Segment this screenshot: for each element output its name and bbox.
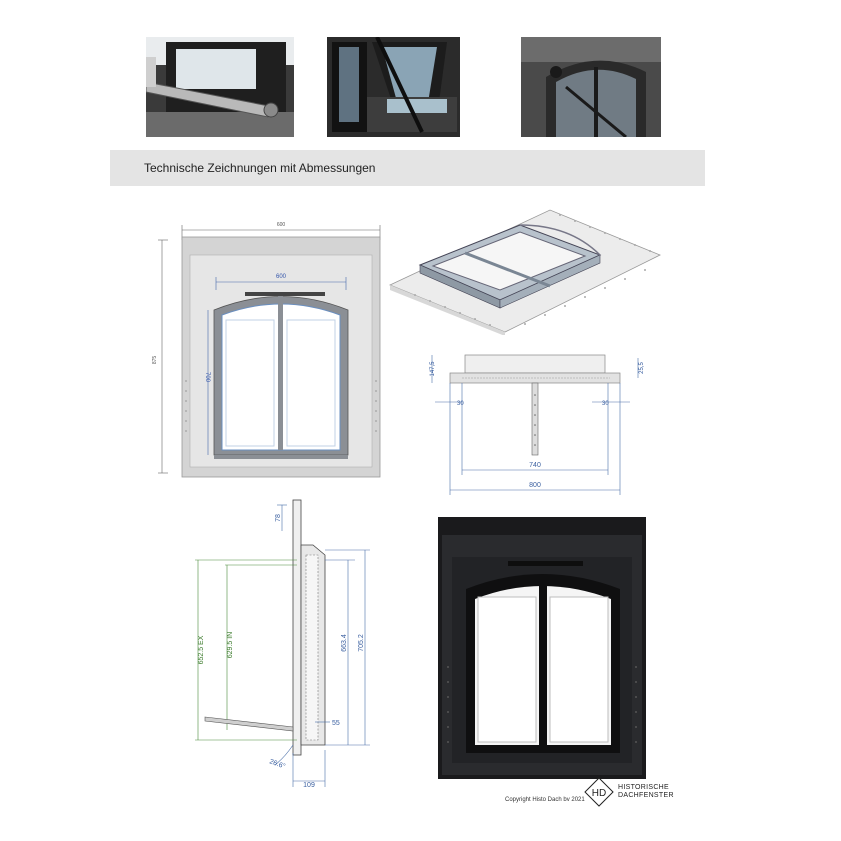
logo-line-1: HISTORISCHE bbox=[618, 784, 670, 791]
dim-740: 740 bbox=[529, 462, 541, 469]
front-view-drawing: 600 875 600 700 bbox=[152, 222, 381, 478]
photo-hinge-arm bbox=[146, 37, 294, 137]
dim-147: 147,5 bbox=[430, 361, 436, 377]
dim-inner-height: 700 bbox=[204, 372, 210, 383]
dim-height: 875 bbox=[152, 356, 158, 365]
logo-wordmark: HISTORISCHE DACHFENSTER bbox=[618, 784, 674, 800]
dim-652: 652.5 EX bbox=[198, 635, 205, 664]
dim-800: 800 bbox=[529, 482, 541, 489]
side-view-drawing: 147,5 25,5 30 30 740 800 bbox=[430, 354, 645, 495]
section-title: Technische Zeichnungen mit Abmessungen bbox=[144, 161, 376, 175]
photo-window-open bbox=[327, 37, 460, 137]
dim-angle: 26.6° bbox=[268, 757, 286, 770]
window-render bbox=[438, 517, 646, 779]
profile-section-drawing: 78 652.5 EX 629.5 IN 663.4 705.2 55 26.6… bbox=[195, 499, 370, 789]
photo-arched-frame bbox=[521, 37, 661, 137]
historische-dachfenster-logo-icon: HD bbox=[584, 777, 614, 807]
logo-mark: HD bbox=[592, 788, 606, 799]
isometric-frame-view bbox=[389, 209, 661, 335]
dim-705: 705.2 bbox=[358, 634, 365, 652]
dim-109: 109 bbox=[303, 782, 315, 789]
dim-78: 78 bbox=[275, 514, 282, 522]
copyright-text: Copyright Histo Dach bv 2021 bbox=[505, 797, 585, 803]
dim-629: 629.5 IN bbox=[227, 632, 234, 658]
dim-663: 663.4 bbox=[341, 634, 348, 652]
dim-25: 25,5 bbox=[639, 362, 645, 374]
dim-30-right: 30 bbox=[602, 401, 609, 407]
section-banner: Technische Zeichnungen mit Abmessungen bbox=[110, 150, 705, 186]
logo-line-2: DACHFENSTER bbox=[618, 792, 674, 799]
dim-outer-width: 600 bbox=[277, 222, 286, 228]
dim-inner-width: 600 bbox=[276, 274, 287, 280]
dim-55: 55 bbox=[332, 720, 340, 727]
dim-30-left: 30 bbox=[457, 401, 464, 407]
